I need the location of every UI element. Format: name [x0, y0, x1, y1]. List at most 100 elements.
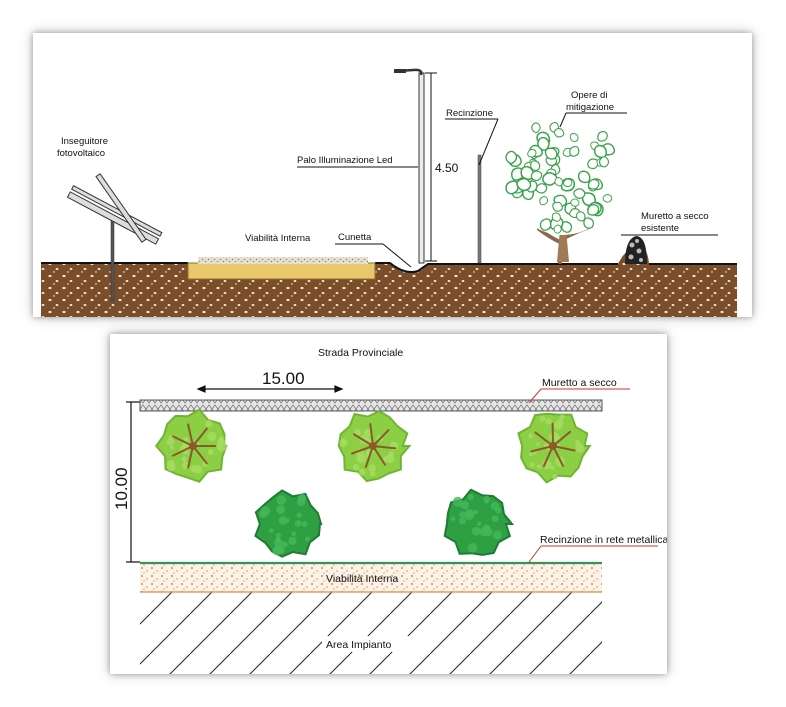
tree-leaf: [539, 218, 552, 231]
plan-trees: [154, 408, 592, 558]
tree-leaf: [554, 177, 563, 187]
tree-leaf: [587, 158, 599, 170]
canopy-spot: [291, 531, 297, 537]
tree-leaf: [505, 180, 519, 195]
internal-road-strip: [140, 564, 602, 593]
depth-dimension: [126, 401, 140, 563]
canopy-spot: [194, 465, 203, 474]
canopy-spot: [259, 510, 267, 518]
canopy-spot: [354, 428, 361, 436]
tree-leaf: [539, 196, 549, 206]
plan-view-panel: 15.00 10.00 Strada Provinciale Muretto a…: [110, 334, 667, 674]
ditch-label: Cunetta: [338, 232, 372, 243]
tree-leaf: [602, 193, 613, 203]
canopy-spot: [479, 527, 489, 537]
plan-tree: [443, 488, 515, 556]
canopy-spot: [358, 468, 366, 476]
canopy-spot: [297, 497, 306, 506]
tree-leaf: [569, 145, 580, 157]
canopy-spot: [352, 463, 360, 471]
photovoltaic-tracker: [66, 173, 163, 302]
canopy-spot: [276, 505, 285, 514]
canopy-spot: [536, 464, 542, 469]
led-light-pole: [394, 68, 425, 264]
canopy-spot: [207, 431, 217, 441]
tree-leaf: [530, 170, 543, 182]
mesh-fence-label: Recinzione in rete metallica: [540, 534, 667, 546]
tree-leaf: [527, 148, 537, 158]
mitigation-label-line2: mitigazione: [566, 102, 614, 113]
canopy-spot: [471, 526, 481, 536]
tree-leaf: [553, 128, 565, 138]
canopy-spot: [181, 456, 187, 462]
canopy-spot: [492, 530, 502, 540]
canopy-spot: [276, 545, 285, 554]
canopy-spot: [490, 501, 499, 511]
mitigation-tree: [505, 111, 621, 264]
spacing-label: 15.00: [262, 369, 305, 388]
tree-leaf: [573, 188, 586, 199]
canopy-spot: [281, 541, 288, 548]
canopy-spot: [467, 493, 474, 501]
canopy-spot: [388, 451, 394, 457]
tree-leaf: [562, 178, 573, 188]
tree-trunk: [189, 442, 197, 450]
canopy-spot: [545, 418, 552, 425]
canopy-spot: [183, 436, 189, 442]
canopy-spot: [476, 521, 482, 526]
tree-leaf: [598, 156, 610, 168]
tree-trunk: [549, 442, 557, 450]
tree-leaf: [553, 224, 562, 234]
plan-tree: [517, 412, 592, 484]
spacing-dimension: [196, 385, 344, 393]
canopy-spot: [575, 443, 585, 453]
tree-leaf: [542, 172, 558, 186]
canopy-spot: [452, 496, 463, 507]
plant-area-hatch: [140, 592, 602, 674]
tree-leaf: [575, 211, 586, 222]
plan-tree: [337, 409, 412, 483]
canopy-spot: [539, 415, 546, 422]
tree-trunk: [369, 442, 377, 450]
tree-leaf: [587, 178, 600, 190]
canopy-spot: [370, 471, 376, 477]
canopy-spot: [181, 444, 186, 449]
drywall-strip: [139, 399, 603, 412]
plan-tree: [154, 408, 228, 483]
canopy-spot: [459, 511, 467, 519]
tree-leaf: [544, 147, 558, 160]
canopy-spot: [216, 441, 227, 452]
tree-leaf: [569, 133, 579, 143]
tree-leaf: [587, 204, 600, 216]
cross-section-drawing: 4.50: [41, 68, 737, 317]
plant-area-label: Area Impianto: [326, 639, 392, 651]
canopy-spot: [555, 435, 561, 441]
canopy-spot: [278, 516, 288, 525]
depth-label: 10.00: [112, 467, 131, 510]
canopy-spot: [484, 499, 489, 504]
tree-leaf: [577, 170, 591, 184]
canopy-spot: [459, 517, 466, 525]
canopy-spot: [552, 473, 558, 480]
plan-tree: [254, 489, 323, 558]
plant-area-label-bg: [322, 636, 410, 652]
soil-ground: [41, 246, 737, 317]
canopy-spot: [529, 462, 535, 468]
internal-road-section: [187, 257, 376, 280]
tree-canopy: [254, 489, 323, 558]
drywall-label-line1: Muretto a secco: [641, 211, 709, 222]
canopy-spot: [166, 438, 175, 446]
canopy-spot: [301, 521, 308, 528]
tree-leaf: [597, 131, 608, 142]
canopy-spot: [207, 448, 214, 455]
canopy-spot: [288, 536, 297, 545]
canopy-spot: [219, 436, 224, 442]
provincial-road-label: Strada Provinciale: [318, 347, 403, 359]
canopy-spot: [339, 438, 348, 447]
tree-leaf: [551, 212, 561, 222]
canopy-spot: [550, 465, 555, 470]
canopy-spot: [205, 420, 213, 428]
tree-leaf: [505, 150, 518, 165]
canopy-spot: [275, 536, 281, 543]
tree-leaf: [516, 177, 532, 192]
